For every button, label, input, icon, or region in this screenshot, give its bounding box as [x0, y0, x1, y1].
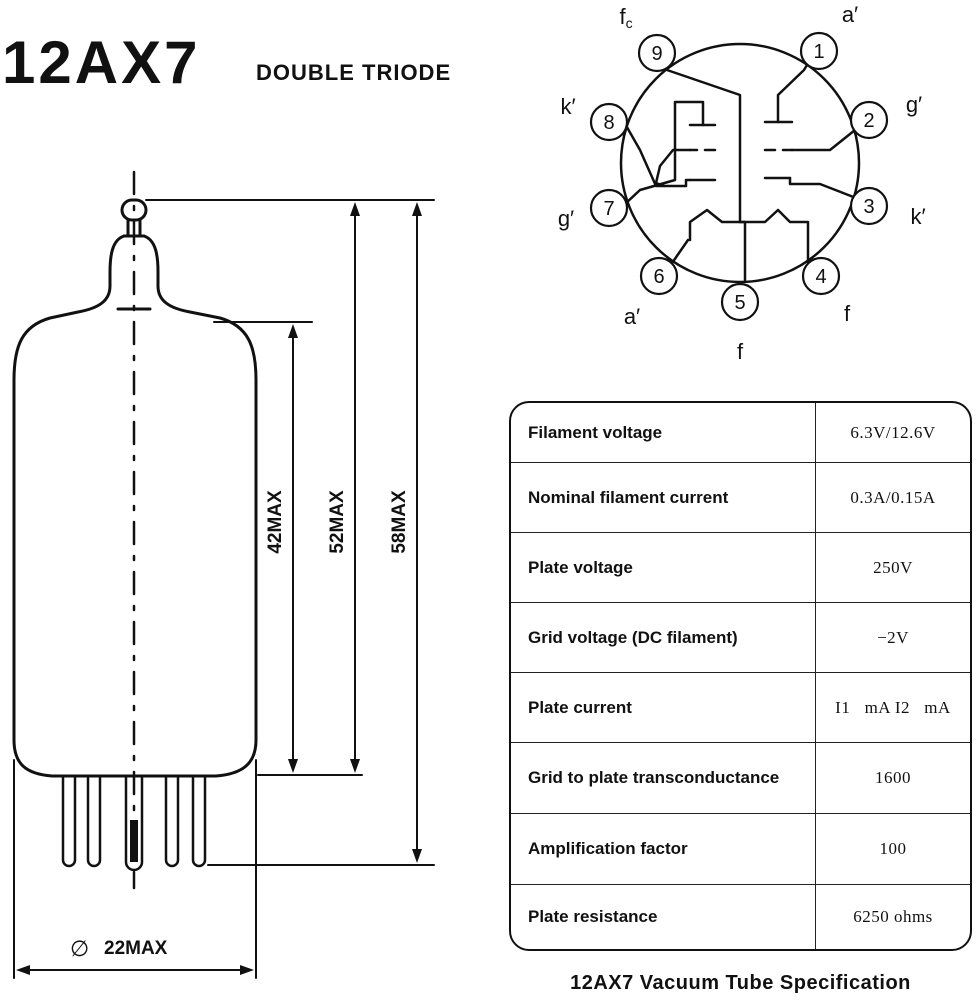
spec-table-caption: 12AX7 Vacuum Tube Specification	[570, 972, 911, 994]
filament-lead-left	[688, 208, 747, 282]
spec-row: Nominal filament current 0.3A/0.15A	[511, 463, 970, 533]
dimension-label-22: 22MAX	[104, 938, 168, 959]
pin-label-8: k′	[560, 94, 575, 119]
tube-tip	[120, 198, 148, 238]
pin-number-5: 5	[734, 292, 745, 314]
triode-left	[622, 100, 747, 282]
pin-number-4: 4	[815, 266, 826, 288]
arrowhead	[288, 759, 298, 773]
center-pin-fill	[130, 820, 138, 862]
pin-label-5: f	[737, 339, 744, 364]
spec-parameter: Plate resistance	[511, 885, 816, 949]
tube-model-title: 12AX7	[2, 29, 201, 96]
pin-label-1: a′	[842, 2, 858, 27]
spec-value: 1600	[875, 768, 911, 787]
pin-bubble-9	[637, 33, 677, 73]
pin-number-6: 6	[653, 266, 664, 288]
arrowhead	[240, 965, 254, 975]
filament-lead-right	[738, 208, 820, 272]
pin-bubble-6	[639, 256, 679, 296]
spec-row: Amplification factor 100	[511, 814, 970, 885]
pin-bubble-8	[589, 102, 629, 142]
spec-table: Filament voltage 6.3V/12.6V Nominal filame…	[509, 401, 972, 951]
arrowhead	[412, 849, 422, 863]
arrowhead	[350, 759, 360, 773]
tube-pins	[61, 776, 207, 872]
pin-number-3: 3	[863, 196, 874, 218]
filament-center-tap	[665, 68, 742, 224]
spec-value: −2V	[877, 627, 909, 647]
filament-pin6-lead	[668, 238, 690, 268]
pin	[124, 776, 144, 872]
pin-bubble-1	[799, 31, 839, 71]
spec-row: Plate current I1 mA I2 mA	[511, 673, 970, 743]
dimension-label-52: 52MAX	[327, 490, 348, 554]
cathode-left-lead	[622, 120, 692, 188]
pin-bubble-3	[849, 186, 889, 226]
pin-label-3: k′	[910, 204, 925, 229]
pin	[61, 776, 77, 868]
spec-parameter: Grid to plate transconductance	[511, 743, 816, 813]
spec-value: 100	[879, 839, 907, 858]
glass-envelope	[12, 234, 258, 778]
tube-type-subtitle: DOUBLE TRIODE	[256, 60, 452, 85]
pin	[191, 776, 207, 868]
spec-value: I1 mA I2 mA	[835, 697, 951, 717]
pin-label-6: a′	[624, 304, 640, 329]
spec-value: 6250 ohms	[853, 907, 933, 926]
spec-value: 6.3V/12.6V	[850, 422, 936, 442]
plate-left-lead	[623, 100, 705, 206]
arrowhead	[16, 965, 30, 975]
pin-bubble-4	[801, 256, 841, 296]
pin-number-7: 7	[603, 198, 614, 220]
pin-number-2: 2	[863, 110, 874, 132]
pin-label-9: fc	[619, 4, 632, 31]
spec-parameter: Nominal filament current	[511, 463, 816, 532]
tube-base-circle	[619, 42, 861, 284]
spec-row: Grid to plate transconductance 1600	[511, 743, 970, 814]
spec-parameter: Amplification factor	[511, 814, 816, 884]
grid-left-lead	[654, 148, 692, 188]
diameter-symbol: ∅	[70, 936, 89, 961]
pin-bubble-5	[720, 282, 760, 322]
spec-row: Plate voltage 250V	[511, 533, 970, 603]
pin	[86, 776, 102, 868]
spec-row: Plate resistance 6250 ohms	[511, 885, 970, 949]
spec-parameter: Plate voltage	[511, 533, 816, 602]
spec-parameter: Grid voltage (DC filament)	[511, 603, 816, 672]
arrowhead	[350, 202, 360, 216]
grid-right-lead	[790, 128, 857, 152]
spec-value: 0.3A/0.15A	[850, 487, 936, 507]
spec-value: 250V	[873, 557, 913, 577]
pin-bubble-2	[849, 100, 889, 140]
arrowhead	[412, 202, 422, 216]
cathode-right-lead	[788, 176, 858, 200]
spec-parameter: Plate current	[511, 673, 816, 742]
pin-label-7: g′	[558, 206, 574, 231]
spec-row: Grid voltage (DC filament) −2V	[511, 603, 970, 673]
dimension-label-58: 58MAX	[389, 490, 410, 554]
triode-right	[738, 58, 858, 272]
arrowhead	[288, 324, 298, 338]
pin-label-4: f	[844, 301, 851, 326]
pin-number-8: 8	[603, 112, 614, 134]
pin	[164, 776, 180, 868]
pin-number-9: 9	[651, 43, 662, 65]
pin-number-1: 1	[813, 41, 824, 63]
spec-parameter: Filament voltage	[511, 403, 816, 462]
plate-right-lead	[776, 58, 812, 124]
pin-bubble-7	[589, 188, 629, 228]
spec-row: Filament voltage 6.3V/12.6V	[511, 403, 970, 463]
dimension-label-42: 42MAX	[265, 490, 286, 554]
pin-label-2: g′	[906, 92, 922, 117]
